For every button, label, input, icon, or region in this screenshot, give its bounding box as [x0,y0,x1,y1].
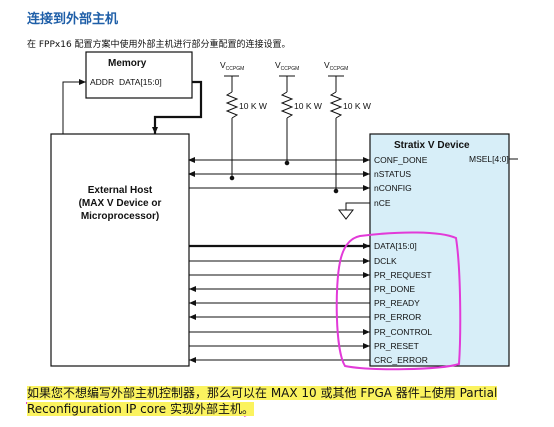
pin-crc-error: CRC_ERROR [374,355,428,365]
external-host-box [50,133,190,367]
resistor-label-1: 10 K W [239,101,267,111]
device-pin-labels: CONF_DONE nSTATUS nCONFIG nCE DATA[15:0]… [374,155,432,365]
pin-pr-done: PR_DONE [374,284,415,294]
pin-pr-reset: PR_RESET [374,341,419,351]
addr-wire [62,79,86,134]
pin-pr-ready: PR_READY [374,298,420,308]
memory-title: Memory [108,58,147,69]
supply-labels: VCCPGM VCCPGM VCCPGM [220,60,348,72]
vccpgm-label-1: VCCPGM [220,60,244,72]
vccpgm-label-2: VCCPGM [275,60,299,72]
stratix-device-box [369,133,510,367]
pink-annotation-loop [335,231,462,371]
host-title-line2: (MAX V Device or [79,198,162,209]
page-heading: 连接到外部主机 [27,12,119,27]
host-title-line1: External Host [88,185,153,196]
pin-nce: nCE [374,198,391,208]
pin-pr-error: PR_ERROR [374,312,421,322]
footnote-line1: 如果您不想编写外部主机控制器，那么可以在 MAX 10 或其他 FPGA 器件上… [27,386,498,400]
device-title: Stratix V Device [394,140,470,151]
vccpgm-label-3: VCCPGM [324,60,348,72]
nce-ground-symbol [337,202,370,220]
intro-text: 在 FPPx16 配置方案中使用外部主机进行部分重配置的连接设置。 [27,40,291,50]
memory-data-wire [152,80,203,134]
pin-conf-done: CONF_DONE [374,155,428,165]
pin-dclk: DCLK [374,256,397,266]
pin-pr-control: PR_CONTROL [374,327,432,337]
memory-addr-pin: ADDR [90,77,114,87]
memory-data-pin: DATA[15:0] [119,77,162,87]
footnote-line2: Reconfiguration IP core 实现外部主机。 [27,402,254,416]
memory-box [85,51,193,99]
footnote-text: 如果您不想编写外部主机控制器，那么可以在 MAX 10 或其他 FPGA 器件上… [27,385,517,417]
signal-wires [188,157,370,363]
pin-nstatus: nSTATUS [374,169,411,179]
pin-nconfig: nCONFIG [374,183,412,193]
pin-data: DATA[15:0] [374,241,417,251]
pin-pr-request: PR_REQUEST [374,270,432,280]
msel-pin: MSEL[4:0] [469,154,509,164]
host-title-line3: Microprocessor) [81,211,159,222]
resistor-label-3: 10 K W [343,101,371,111]
resistor-label-2: 10 K W [294,101,322,111]
pullup-resistor-1 [224,75,239,181]
pullup-resistor-2 [279,75,295,166]
pullup-resistor-3 [328,75,344,194]
